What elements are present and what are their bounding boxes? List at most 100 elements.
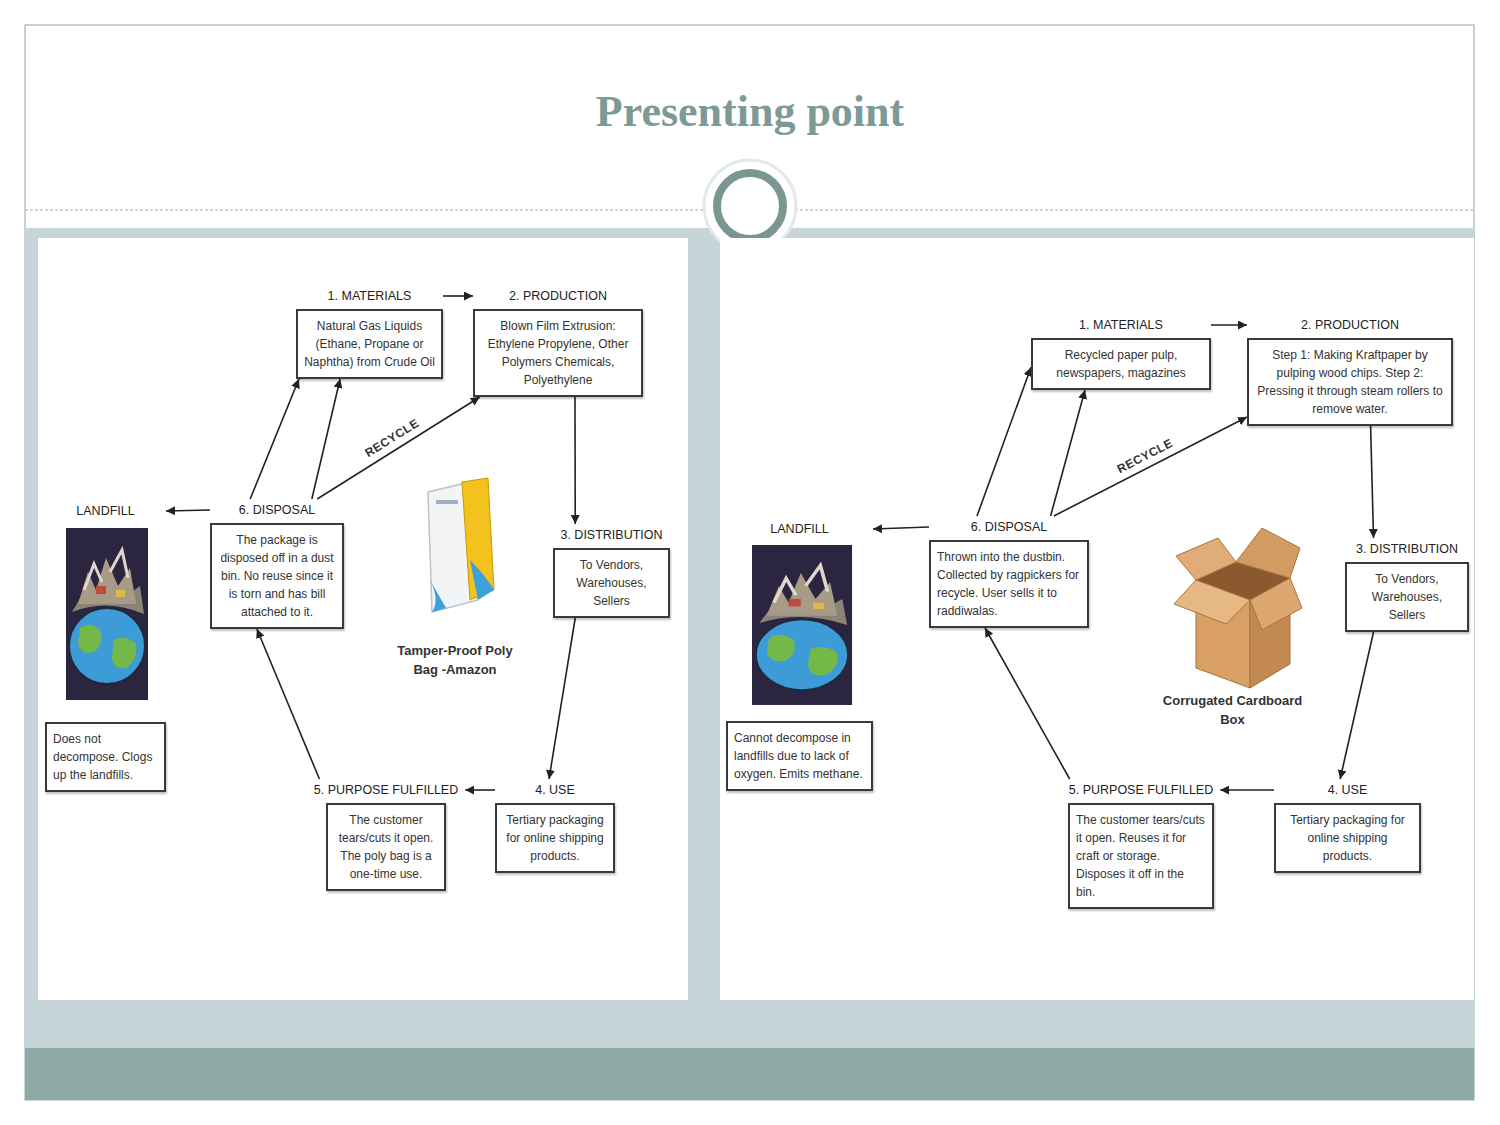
stage-description: Thrown into the dustbin. Collected by ra… (929, 540, 1089, 628)
stage-box: 2. PRODUCTIONStep 1: Making Kraftpaper b… (1247, 314, 1453, 426)
stage-description: To Vendors, Warehouses, Sellers (553, 548, 670, 618)
stage-description: Blown Film Extrusion: Ethylene Propylene… (473, 309, 643, 397)
landfill-globe (789, 599, 801, 606)
stage-box: 4. USETertiary packaging for online ship… (1274, 779, 1421, 873)
stage-heading: 6. DISPOSAL (969, 516, 1049, 538)
poly-bag-illustration (462, 478, 494, 600)
flow-arrow (1211, 324, 1247, 326)
stage-description: Does not decompose. Clogs up the landfil… (45, 722, 166, 792)
stage-box: 3. DISTRIBUTIONTo Vendors, Warehouses, S… (553, 524, 670, 618)
flow-arrow (312, 379, 340, 499)
stage-heading: LANDFILL (768, 518, 830, 540)
stage-box: 1. MATERIALSRecycled paper pulp, newspap… (1031, 314, 1211, 390)
stage-description: The package is disposed off in a dust bi… (210, 523, 344, 629)
flow-arrow (574, 397, 576, 524)
poly-bag-illustration (430, 580, 446, 612)
stage-heading: 1. MATERIALS (326, 285, 414, 307)
flow-arrow (1371, 426, 1374, 538)
flow-arrow (873, 527, 929, 529)
stage-description: Step 1: Making Kraftpaper by pulping woo… (1247, 338, 1453, 426)
landfill-globe (756, 619, 849, 690)
stage-box: 4. USETertiary packaging for online ship… (495, 779, 615, 873)
stage-description: Recycled paper pulp, newspapers, magazin… (1031, 338, 1211, 390)
poly-bag-illustration (470, 560, 494, 600)
illustration-caption: Tamper-Proof Poly Bag -Amazon (390, 642, 520, 680)
stage-box: 2. PRODUCTIONBlown Film Extrusion: Ethyl… (473, 285, 643, 397)
landfill-globe (116, 590, 125, 597)
stage-box: 6. DISPOSALThrown into the dustbin. Coll… (929, 516, 1089, 628)
stage-description: Tertiary packaging for online shipping p… (495, 803, 615, 873)
landfill-globe (774, 565, 828, 602)
cardboard-box-illustration (1174, 580, 1250, 624)
stage-box: 3. DISTRIBUTIONTo Vendors, Warehouses, S… (1345, 538, 1469, 632)
stage-heading: 1. MATERIALS (1077, 314, 1165, 336)
edge-label: RECYCLE (360, 414, 424, 461)
landfill-globe (84, 550, 128, 590)
flow-arrow (977, 367, 1031, 516)
flow-arrow (1340, 632, 1373, 779)
stage-heading: 2. PRODUCTION (1299, 314, 1401, 336)
stage-heading: 2. PRODUCTION (507, 285, 609, 307)
slide-frame (25, 228, 1474, 1048)
stage-box: 6. DISPOSALThe package is disposed off i… (210, 499, 344, 629)
poly-bag-illustration (436, 500, 458, 504)
stage-heading: 3. DISTRIBUTION (1354, 538, 1460, 560)
landfill-globe (813, 603, 824, 610)
stage-description: The customer tears/cuts it open. The pol… (326, 803, 446, 891)
stage-description: The customer tears/cuts it open. Reuses … (1068, 803, 1214, 909)
stage-box: 1. MATERIALSNatural Gas Liquids (Ethane,… (296, 285, 443, 379)
flow-arrow (1220, 789, 1274, 791)
landfill-globe (112, 638, 136, 669)
flow-arrow (317, 397, 480, 499)
flow-arrow (166, 510, 210, 511)
stage-box: 5. PURPOSE FULFILLEDThe customer tears/c… (307, 779, 466, 891)
cardboard-box-illustration (1174, 528, 1302, 688)
white-panel (720, 238, 1474, 1000)
poly-bag-illustration (428, 478, 494, 612)
cardboard-box-illustration (1236, 528, 1300, 578)
flow-arrow (549, 618, 575, 779)
stage-heading: 5. PURPOSE FULFILLED (1067, 779, 1216, 801)
landfill-globe (78, 624, 101, 653)
edge-label: RECYCLE (1112, 434, 1178, 477)
slide-title: Presenting point (0, 86, 1500, 137)
slide-frame (25, 25, 1474, 1100)
landfill-globe (752, 545, 852, 705)
stage-heading: 6. DISPOSAL (237, 499, 317, 521)
flow-arrow (443, 295, 473, 297)
ornament-circle (717, 173, 783, 239)
landfill-globe (767, 635, 795, 662)
white-panel (38, 238, 688, 1000)
landfill-globe (66, 528, 148, 700)
stage-box: LANDFILL Cannot decompose in landfills du… (726, 518, 873, 791)
flow-arrow (465, 789, 495, 791)
stage-description: To Vendors, Warehouses, Sellers (1345, 562, 1469, 632)
white-panel (38, 238, 1474, 1000)
stage-box: 5. PURPOSE FULFILLEDThe customer tears/c… (1062, 779, 1221, 909)
cardboard-box-illustration (1250, 578, 1302, 630)
stage-description: Natural Gas Liquids (Ethane, Propane or … (296, 309, 443, 379)
flow-arrow (250, 379, 299, 499)
slide-frame (25, 25, 1474, 1100)
stage-heading: 5. PURPOSE FULFILLED (312, 779, 461, 801)
landfill-globe (752, 545, 852, 705)
landfill-globe (69, 608, 145, 684)
flow-arrow (257, 629, 320, 779)
stage-box: LANDFILL Does not decompose. Clogs up the… (45, 500, 166, 792)
landfill-globe (96, 586, 106, 594)
flow-arrow (1051, 390, 1085, 516)
stage-heading: 4. USE (533, 779, 577, 801)
flow-arrow (1054, 417, 1247, 516)
illustration-caption: Corrugated Cardboard Box (1160, 692, 1305, 730)
stage-heading: 3. DISTRIBUTION (558, 524, 664, 546)
landfill-globe (66, 528, 148, 700)
stage-heading: 4. USE (1326, 779, 1370, 801)
stage-description: Cannot decompose in landfills due to lac… (726, 721, 873, 791)
flow-arrow (985, 628, 1070, 779)
landfill-globe (808, 647, 838, 675)
cardboard-box-illustration (1176, 538, 1236, 580)
stage-heading: LANDFILL (74, 500, 136, 522)
